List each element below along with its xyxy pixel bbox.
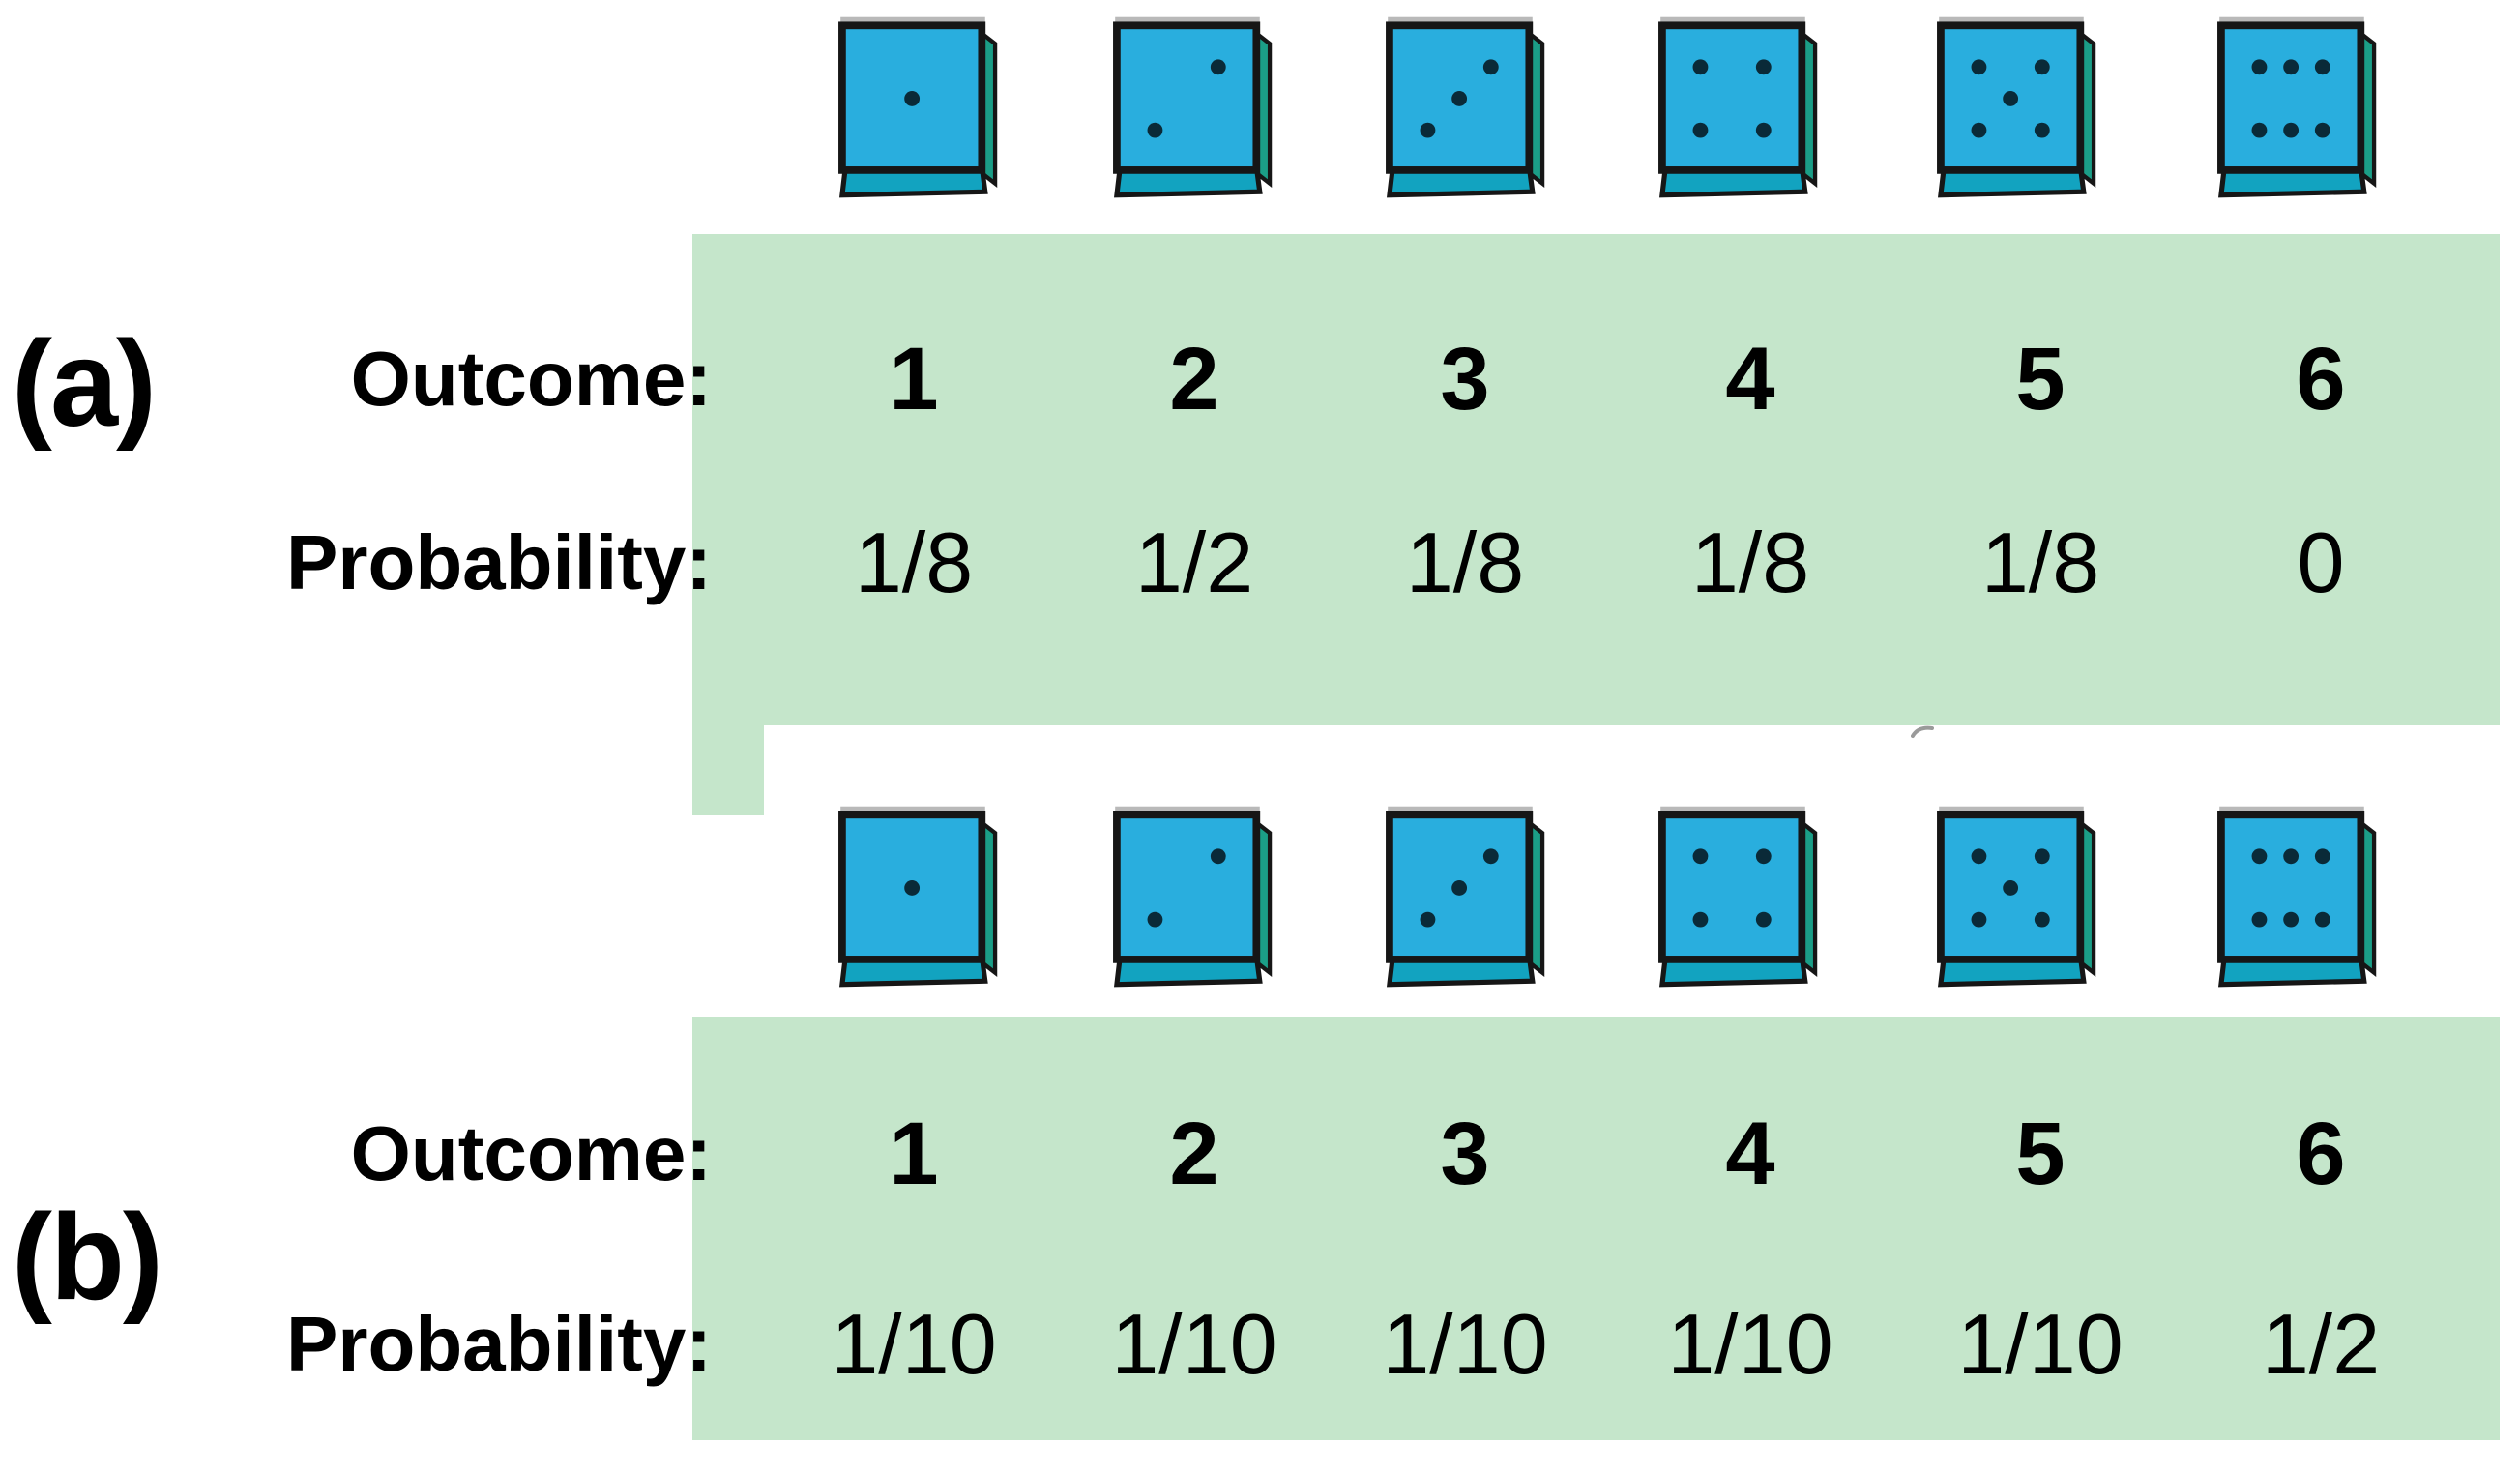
table-b-probability-value: 1/10	[1111, 1296, 1277, 1392]
table-b-background	[692, 1017, 2500, 1440]
table-a-background	[692, 234, 2500, 725]
table-a-probability-value: 1/8	[1980, 515, 2100, 610]
die-b-6	[2217, 806, 2377, 988]
table-a-probability-value: 0	[2297, 515, 2345, 610]
table-b-outcome-value: 6	[2296, 1105, 2346, 1203]
table-a-probability-label: Probability:	[285, 519, 712, 605]
dice-row-a	[0, 15, 2520, 205]
table-b-outcome-value: 4	[1725, 1105, 1775, 1203]
table-a-outcome-value: 2	[1169, 330, 1219, 428]
table-a-probability-value: 1/8	[854, 515, 974, 610]
table-b-probability-value: 1/10	[1382, 1296, 1548, 1392]
table-a-outcome-label: Outcome:	[350, 336, 712, 422]
table-b-probability-label: Probability:	[285, 1301, 712, 1387]
die-a-3	[1386, 16, 1545, 198]
table-a-outcome-row: Outcome: 1 2 3 4 5 6	[0, 326, 2520, 432]
table-a-outcome-value: 3	[1440, 330, 1490, 428]
table-b-probability-row: Probability: 1/10 1/10 1/10 1/10 1/10 1/…	[0, 1291, 2520, 1398]
table-a-outcome-value: 5	[2015, 330, 2066, 428]
die-b-3	[1386, 806, 1545, 988]
table-a-notch	[692, 725, 764, 815]
dice-row-b	[0, 805, 2520, 994]
die-b-4	[1658, 806, 1818, 988]
panel-label-a: (a)	[12, 315, 157, 452]
table-a-probability-value: 1/8	[1690, 515, 1810, 610]
table-b-probability-value: 1/10	[1667, 1296, 1833, 1392]
table-b-probability-value: 1/10	[831, 1296, 997, 1392]
die-b-2	[1113, 806, 1273, 988]
die-a-1	[838, 16, 998, 198]
table-a-outcome-value: 4	[1725, 330, 1775, 428]
die-a-4	[1658, 16, 1818, 198]
die-a-5	[1937, 16, 2096, 198]
table-b-probability-value: 1/10	[1957, 1296, 2124, 1392]
table-a-probability-value: 1/2	[1134, 515, 1254, 610]
table-b-outcome-value: 1	[889, 1105, 939, 1203]
table-a-outcome-value: 6	[2296, 330, 2346, 428]
die-a-6	[2217, 16, 2377, 198]
stray-mark	[1911, 725, 1934, 738]
table-b-probability-value: 1/2	[2261, 1296, 2381, 1392]
die-b-5	[1937, 806, 2096, 988]
table-a-probability-row: Probability: 1/8 1/2 1/8 1/8 1/8 0	[0, 510, 2520, 616]
table-b-outcome-row: Outcome: 1 2 3 4 5 6	[0, 1101, 2520, 1207]
table-b-outcome-label: Outcome:	[350, 1110, 712, 1196]
panel-label-b: (b)	[12, 1189, 163, 1325]
die-a-2	[1113, 16, 1273, 198]
die-b-1	[838, 806, 998, 988]
table-b-outcome-value: 3	[1440, 1105, 1490, 1203]
table-b-outcome-value: 2	[1169, 1105, 1219, 1203]
table-a-probability-value: 1/8	[1405, 515, 1525, 610]
table-a-outcome-value: 1	[889, 330, 939, 428]
table-b-outcome-value: 5	[2015, 1105, 2066, 1203]
